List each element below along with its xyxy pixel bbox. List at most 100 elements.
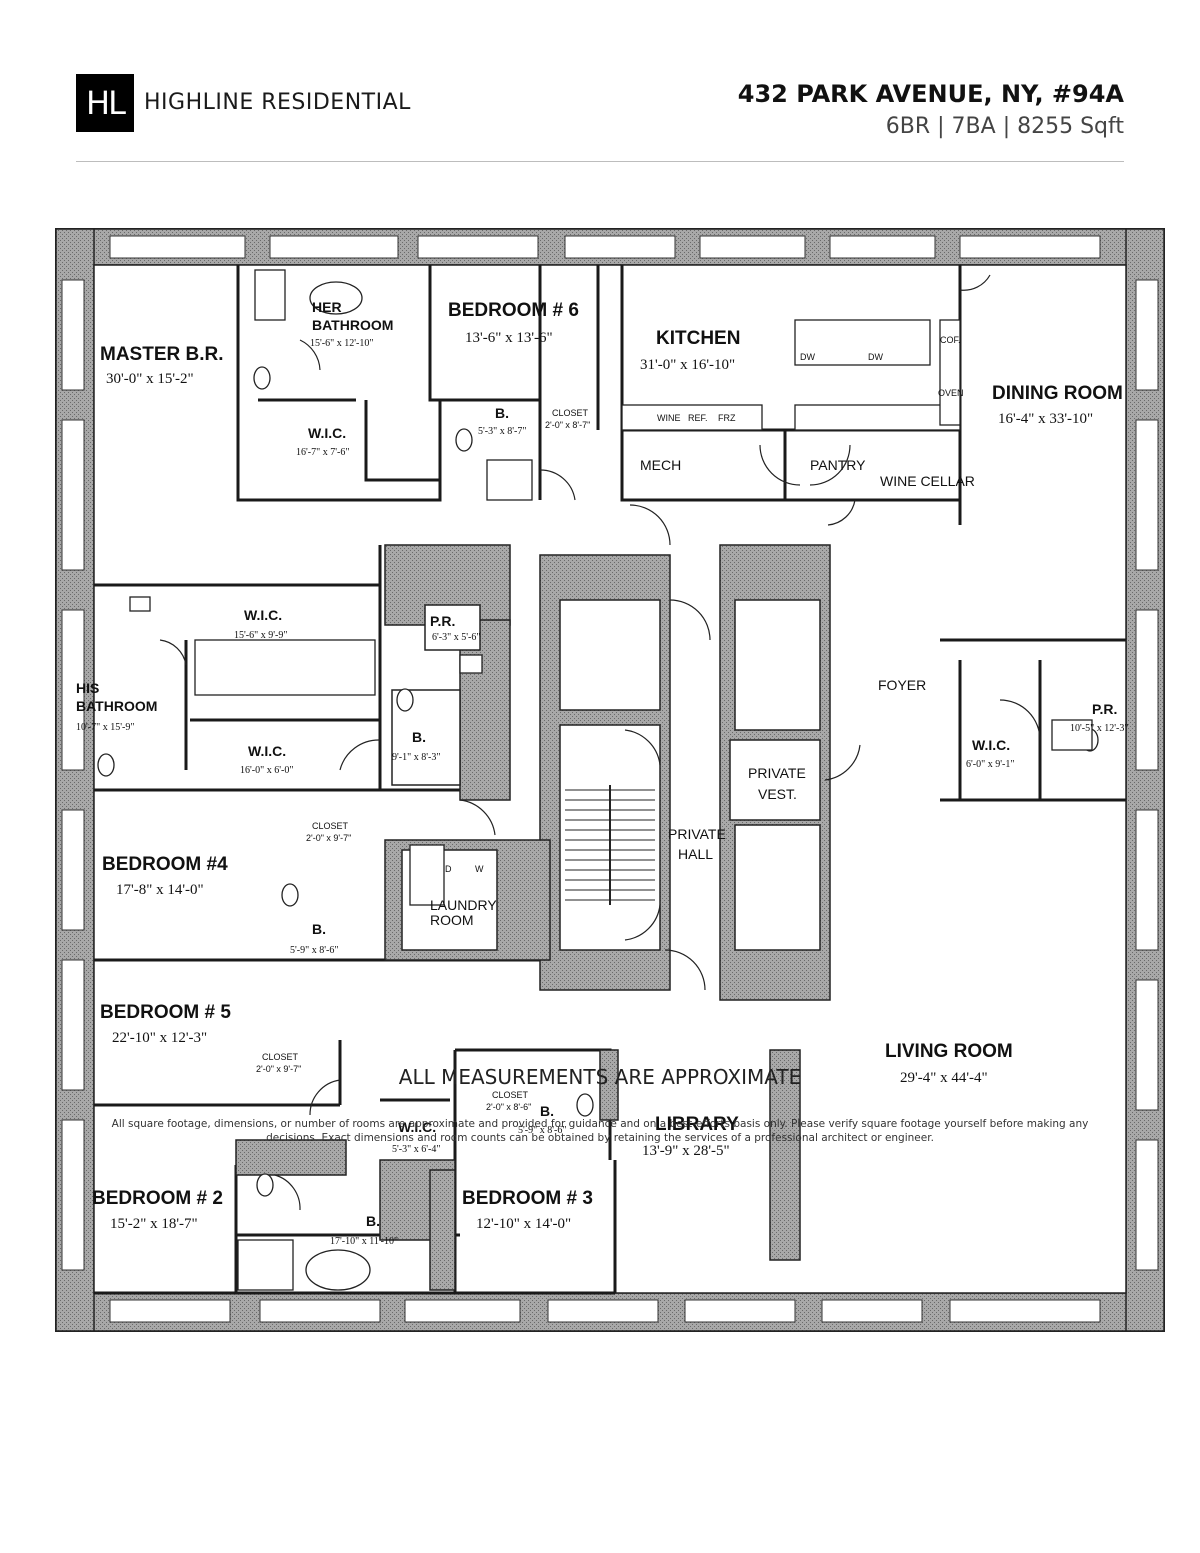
room-dimensions: 29'-4" x 44'-4" — [900, 1070, 988, 1086]
room-dimensions: 6'-0" x 9'-1" — [966, 759, 1014, 770]
room-bedroom-4: BEDROOM #4 17'-8" x 14'-0" — [102, 854, 228, 898]
room-dimensions: 5'-3" x 6'-4" — [392, 1144, 440, 1155]
room-bedroom-6: BEDROOM # 6 13'-6" x 13'-6" — [448, 300, 579, 346]
room-dimensions: 17'-8" x 14'-0" — [116, 882, 204, 898]
room-name: BEDROOM # 5 — [100, 1002, 231, 1023]
freezer-label: FRZ — [718, 413, 736, 423]
room-name: BEDROOM # 6 — [448, 300, 579, 321]
stair — [565, 785, 655, 905]
room-dimensions: 2'-0" x 9'-7" — [256, 1064, 301, 1074]
coffee-label: COF. — [940, 335, 961, 345]
listing-address: 432 PARK AVENUE, NY, #94A — [737, 80, 1124, 108]
room-foyer: FOYER — [878, 677, 926, 693]
room-dimensions: 16'-4" x 33'-10" — [998, 411, 1093, 427]
room-library: LIBRARY 13'-9" x 28'-5" — [642, 1114, 739, 1159]
room-dimensions: 10'-5" x 12'-3" — [1070, 723, 1128, 734]
room-dimensions: 16'-0" x 6'-0" — [240, 765, 293, 776]
room-mech: MECH — [640, 457, 681, 473]
room-name: KITCHEN — [656, 328, 740, 349]
door-swings — [159, 274, 1041, 1211]
room-dimensions: 10'-7" x 15'-9" — [76, 722, 134, 733]
room-name: P.R. — [1092, 701, 1117, 717]
room-dimensions: 30'-0" x 15'-2" — [106, 371, 194, 387]
room-name: W.I.C. — [308, 425, 346, 441]
disclaimer-text: All square footage, dimensions, or numbe… — [111, 1118, 1089, 1144]
room-her-bathroom: HER BATHROOM 15'-6" x 12'-10" — [310, 299, 393, 349]
room-bath-3: B. 5'-9" x 8'-6" — [518, 1103, 566, 1136]
windows-left — [61, 279, 85, 1271]
room-name: P.R. — [430, 613, 455, 629]
room-dimensions: 2'-0" x 9'-7" — [306, 833, 351, 843]
room-name: HIS — [76, 680, 99, 696]
room-dining: DINING ROOM 16'-4" x 33'-10" — [992, 383, 1123, 427]
refrigerator-label: REF. — [688, 413, 708, 423]
room-closet-3: CLOSET 2'-0" x 8'-6" — [486, 1090, 531, 1112]
room-name: CLOSET — [492, 1090, 529, 1100]
room-dimensions: 2'-0" x 8'-7" — [545, 420, 590, 430]
room-dimensions: 5'-9" x 8'-6" — [518, 1125, 566, 1136]
room-pantry: PANTRY — [810, 457, 866, 473]
room-name: B. — [366, 1213, 380, 1229]
room-private-hall: PRIVATE HALL — [668, 826, 726, 862]
room-bath-center: B. 9'-1" x 8'-3" — [392, 729, 440, 763]
room-wine-cellar: WINE CELLAR — [880, 473, 975, 489]
room-name: B. — [412, 729, 426, 745]
room-name: LIBRARY — [655, 1114, 739, 1135]
room-dimensions: 9'-1" x 8'-3" — [392, 752, 440, 763]
room-bath-6: B. 5'-3" x 8'-7" — [478, 405, 526, 437]
room-dimensions: 15'-6" x 9'-9" — [234, 630, 287, 641]
room-name: W.I.C. — [248, 743, 286, 759]
room-name: CLOSET — [552, 408, 589, 418]
room-name: ROOM — [430, 912, 474, 928]
room-dimensions: 17'-10" x 11'-10" — [330, 1236, 398, 1247]
room-kitchen: KITCHEN 31'-0" x 16'-10" — [640, 328, 740, 373]
room-his-bathroom: HIS BATHROOM 10'-7" x 15'-9" — [76, 680, 157, 733]
room-private-vestibule: PRIVATE VEST. — [748, 765, 806, 802]
wine-fridge-label: WINE — [657, 413, 681, 423]
room-dimensions: 5'-3" x 8'-7" — [478, 426, 526, 437]
room-dimensions: 5'-9" x 8'-6" — [290, 945, 338, 956]
room-bedroom-2: BEDROOM # 2 15'-2" x 18'-7" — [92, 1188, 223, 1232]
room-bath-4: B. 5'-9" x 8'-6" — [290, 921, 338, 956]
room-wic-his-2: W.I.C. 16'-0" x 6'-0" — [240, 743, 293, 776]
room-name: W.I.C. — [398, 1119, 436, 1135]
dishwasher-left-label: DW — [800, 352, 815, 362]
room-name: BEDROOM # 3 — [462, 1188, 593, 1209]
room-closet-4: CLOSET 2'-0" x 9'-7" — [306, 821, 351, 843]
room-closet-6: CLOSET 2'-0" x 8'-7" — [545, 408, 590, 430]
oven-label: OVEN — [938, 388, 964, 398]
room-name: LAUNDRY — [430, 897, 497, 913]
header-divider — [76, 161, 1124, 162]
logo-text: HL — [86, 84, 126, 122]
room-laundry: LAUNDRY ROOM — [430, 897, 497, 928]
page-header: HL HIGHLINE RESIDENTIAL 432 PARK AVENUE,… — [0, 0, 1200, 165]
room-bedroom-3: BEDROOM # 3 12'-10" x 14'-0" — [462, 1188, 593, 1232]
room-name: BEDROOM #4 — [102, 854, 228, 875]
room-dimensions: 16'-7" x 7'-6" — [296, 447, 349, 458]
room-powder-1: P.R. 6'-3" x 5'-6" — [430, 613, 480, 643]
windows-right — [1135, 279, 1159, 1271]
dryer-label: D — [445, 864, 452, 874]
windows-bottom — [109, 1299, 1101, 1323]
plumbing-fixtures — [97, 269, 1099, 1291]
room-wic-master: W.I.C. 16'-7" x 7'-6" — [296, 425, 349, 458]
room-name: B. — [540, 1103, 554, 1119]
room-dimensions: 2'-0" x 8'-6" — [486, 1102, 531, 1112]
room-wic-bedroom-3: W.I.C. 5'-3" x 6'-4" — [392, 1119, 440, 1155]
room-name: B. — [312, 921, 326, 937]
room-dimensions: 12'-10" x 14'-0" — [476, 1216, 571, 1232]
room-wic-his-1: W.I.C. 15'-6" x 9'-9" — [234, 607, 287, 641]
brand-logo: HL — [76, 74, 134, 132]
room-name: VEST. — [758, 786, 797, 802]
measurements-note: ALL MEASUREMENTS ARE APPROXIMATE — [398, 1065, 802, 1089]
room-name: W.I.C. — [244, 607, 282, 623]
room-bath-2: B. 17'-10" x 11'-10" — [330, 1213, 398, 1247]
room-closet-5: CLOSET 2'-0" x 9'-7" — [256, 1052, 301, 1074]
room-name: PRIVATE — [748, 765, 806, 781]
room-living: LIVING ROOM 29'-4" x 44'-4" — [885, 1041, 1013, 1086]
washer-label: W — [475, 864, 484, 874]
room-master-br: MASTER B.R. 30'-0" x 15'-2" — [100, 344, 224, 387]
room-name: LIVING ROOM — [885, 1041, 1013, 1062]
room-name: PRIVATE — [668, 826, 726, 842]
